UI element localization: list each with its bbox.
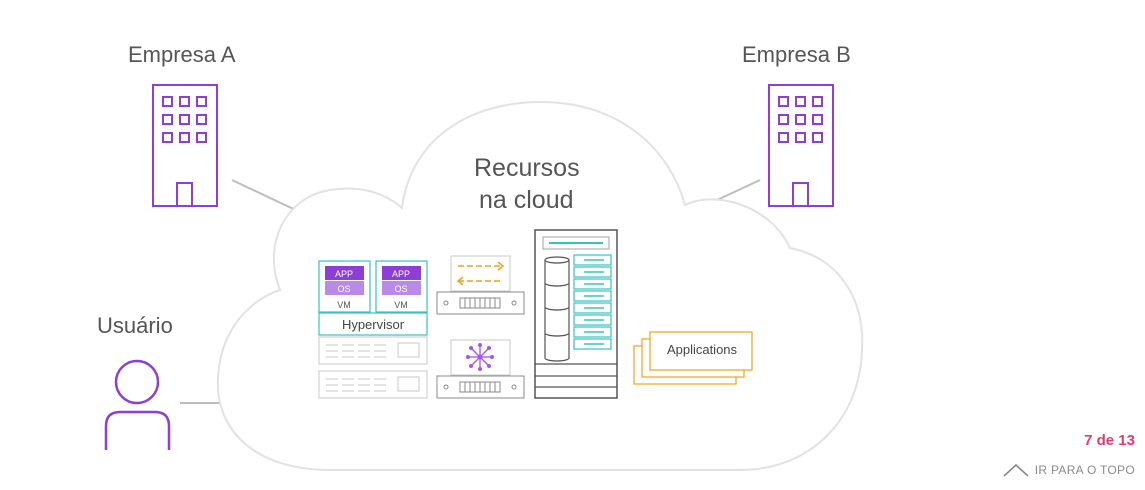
vm-box-2 [375, 260, 428, 313]
cloud-title-line1: Recursos [474, 154, 580, 182]
vm-stack: APP OS VM APP OS VM Hypervisor [318, 260, 428, 336]
network-switch-icon [436, 255, 525, 315]
applications-stack-icon [633, 331, 753, 385]
vm-box-1 [318, 260, 371, 313]
network-hub-icon [436, 339, 525, 399]
building-a-icon [152, 84, 218, 207]
back-to-top-link[interactable]: IR PARA O TOPO [1003, 463, 1135, 477]
vm2-app-label: APP [392, 269, 410, 279]
vm1-vm-label: VM [337, 300, 351, 310]
vm2-vm-label: VM [394, 300, 408, 310]
hypervisor-box [318, 312, 428, 336]
connector-empresa-a [231, 179, 303, 214]
cloud-title-line2: na cloud [479, 186, 574, 214]
building-b-icon [768, 84, 834, 207]
chevron-up-icon [1003, 463, 1029, 477]
vm1-app-label: APP [335, 269, 353, 279]
hypervisor-label: Hypervisor [342, 317, 405, 332]
applications-label: Applications [667, 342, 738, 357]
empresa-a-label: Empresa A [128, 42, 236, 67]
user-icon [104, 359, 171, 450]
page-counter: 7 de 13 [1084, 432, 1135, 449]
storage-rack-icon [534, 229, 618, 399]
back-to-top-label: IR PARA O TOPO [1034, 463, 1135, 477]
server-unit-2 [318, 370, 428, 399]
vm2-os-label: OS [394, 284, 407, 294]
vm1-os-label: OS [337, 284, 350, 294]
empresa-b-label: Empresa B [742, 42, 851, 67]
server-unit-1 [318, 336, 428, 365]
usuario-label: Usuário [97, 313, 173, 338]
